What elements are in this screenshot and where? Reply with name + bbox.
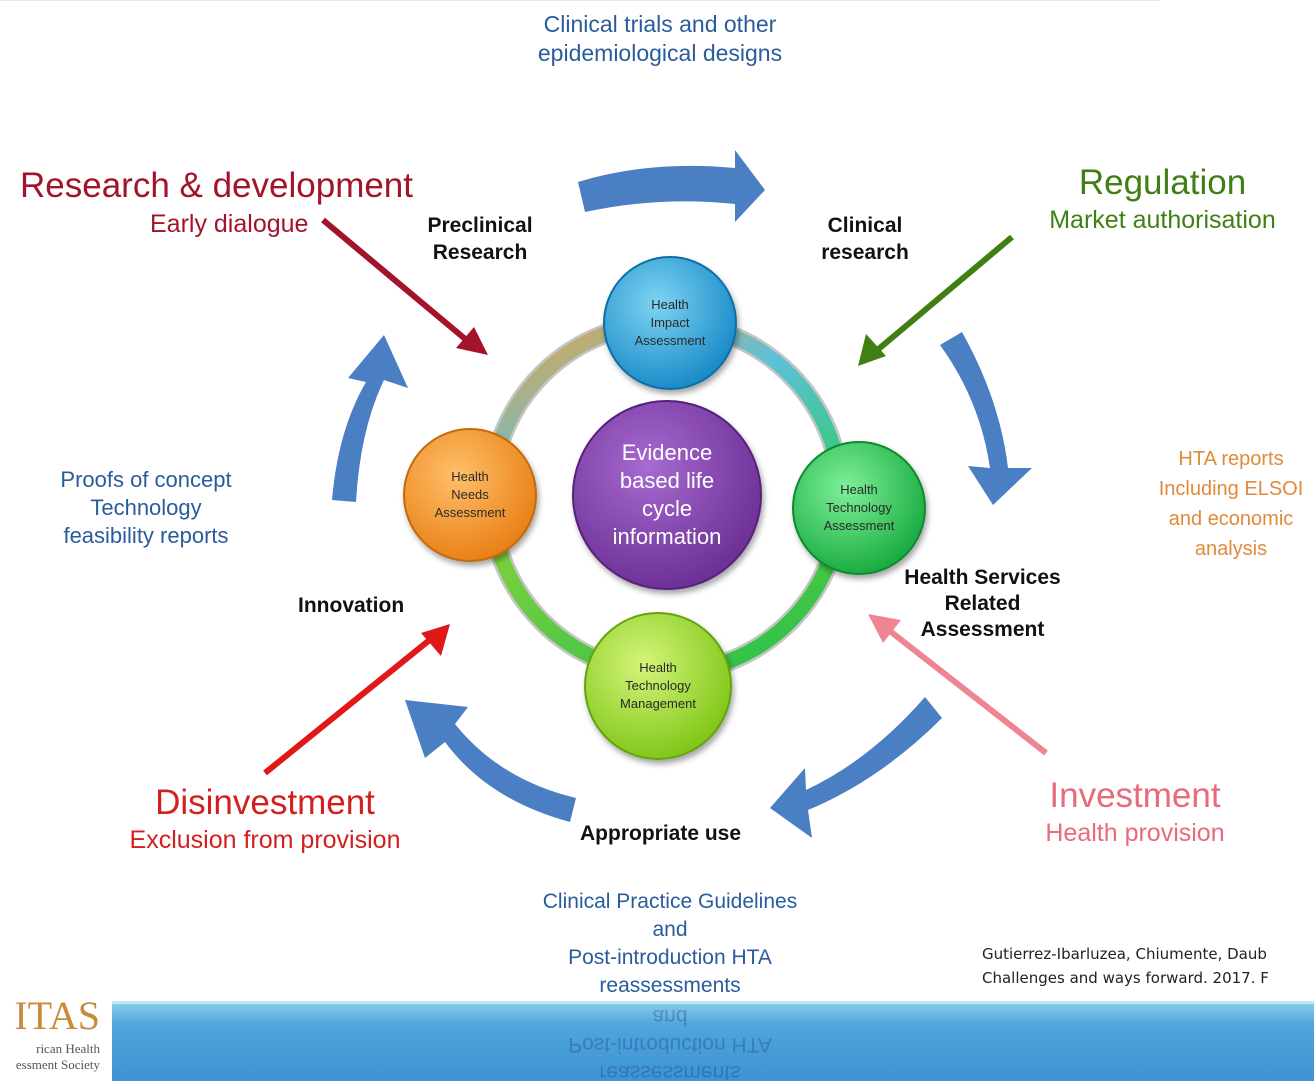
society-logo-text: rican Health essment Society xyxy=(0,1041,100,1073)
note-bottom-line2: and xyxy=(652,918,688,941)
node-top-circle xyxy=(603,256,737,390)
arrow-regulation xyxy=(873,234,1014,355)
cycle-arrow-bottom-left xyxy=(405,700,576,822)
citation: Gutierrez-Ibarluzea, Chiumente, Daub Cha… xyxy=(982,942,1314,990)
note-left-line1: Proofs of concept xyxy=(60,467,232,492)
arrow-regulation-head xyxy=(858,334,886,366)
stage-health-services-line3: Assessment xyxy=(920,618,1045,641)
citation-line2: Challenges and ways forward. 2017. F xyxy=(982,969,1269,987)
center-line3: cycle xyxy=(641,496,693,521)
node-right-line1: Health xyxy=(840,482,878,497)
stage-preclinical: Preclinical Research xyxy=(400,212,560,266)
node-right-line3: Assessment xyxy=(823,518,895,533)
node-left-label: Health Needs Assessment xyxy=(410,460,530,530)
reflection-line3: and xyxy=(652,1005,688,1028)
stage-preclinical-line1: Preclinical xyxy=(427,214,533,237)
node-right-label: Health Technology Assessment xyxy=(799,473,919,543)
cycle-arrow-left xyxy=(332,335,408,502)
node-top-line1: Health xyxy=(651,297,689,312)
stage-innovation: Innovation xyxy=(298,594,405,617)
node-bottom-circle xyxy=(584,612,732,760)
logo-line1: rican Health xyxy=(36,1041,100,1056)
stage-health-services-line2: Related xyxy=(944,592,1021,615)
top-label-line2: epidemiological designs xyxy=(537,40,783,66)
note-left-line2: Technology xyxy=(90,495,202,520)
arrow-disinvestment-head xyxy=(421,624,450,656)
node-bottom-line3: Management xyxy=(620,696,696,711)
logo-line2: essment Society xyxy=(15,1057,100,1072)
citation-line1: Gutierrez-Ibarluzea, Chiumente, Daub xyxy=(982,945,1267,963)
society-logo: ITAS xyxy=(14,994,100,1038)
reflection-line2: Post-introduction HTA xyxy=(568,1033,772,1056)
investment-subtitle: Health provision xyxy=(1045,819,1225,847)
note-right: HTA reports Including ELSOI and economic… xyxy=(1148,444,1314,564)
footer-highlight xyxy=(112,1001,1314,1004)
regulation-title: Regulation xyxy=(1078,163,1247,202)
node-left-line1: Health xyxy=(451,469,489,484)
investment-title: Investment xyxy=(1049,776,1221,815)
cycle-arrow-top xyxy=(578,150,765,222)
note-right-line2: Including ELSOI xyxy=(1158,478,1304,500)
node-bottom-label: Health Technology Management xyxy=(598,651,718,721)
node-bottom-line1: Health xyxy=(639,660,677,675)
stage-clinical-line1: Clinical xyxy=(827,214,903,237)
top-label-line1: Clinical trials and other xyxy=(543,11,777,37)
arrow-research-head xyxy=(456,327,488,355)
node-right-circle xyxy=(792,441,926,575)
cycle-arrow-bottom-right xyxy=(770,697,942,838)
node-left-circle xyxy=(403,428,537,562)
note-right-line3: and economic xyxy=(1168,508,1294,530)
node-right-line2: Technology xyxy=(826,500,892,515)
regulation-subtitle: Market authorisation xyxy=(1049,206,1276,234)
disinvestment-title: Disinvestment xyxy=(155,783,375,822)
reflection-line1: reassessments xyxy=(599,1061,741,1084)
research-subtitle: Early dialogue xyxy=(150,210,309,238)
arrow-disinvestment xyxy=(263,635,434,776)
ring-nodes xyxy=(403,256,926,760)
stage-preclinical-line2: Research xyxy=(432,241,528,264)
stage-clinical: Clinical research xyxy=(790,212,940,266)
note-bottom-line1: Clinical Practice Guidelines xyxy=(542,890,798,913)
center-line4: information xyxy=(612,524,722,549)
note-right-line4: analysis xyxy=(1194,538,1268,560)
arrow-investment-head xyxy=(868,614,901,643)
stage-health-services-line1: Health Services xyxy=(904,566,1061,589)
note-bottom: Clinical Practice Guidelines and Post-in… xyxy=(500,888,840,1000)
center-circle xyxy=(572,400,762,590)
node-top-line2: Impact xyxy=(650,315,690,330)
stage-appropriate-use: Appropriate use xyxy=(580,822,742,845)
center-line2: based life xyxy=(619,468,715,493)
note-right-line1: HTA reports xyxy=(1178,448,1284,470)
node-top-line3: Assessment xyxy=(634,333,706,348)
bottom-note-reflection: reassessments Post-introduction HTA and xyxy=(520,1002,820,1086)
note-left-line3: feasibility reports xyxy=(63,523,229,548)
disinvestment-subtitle: Exclusion from provision xyxy=(129,826,401,854)
arrow-research xyxy=(321,217,472,346)
node-left-line3: Assessment xyxy=(434,505,506,520)
cycle-arrows xyxy=(332,150,1032,838)
note-bottom-line3: Post-introduction HTA xyxy=(568,946,772,969)
top-divider xyxy=(0,0,1160,1)
top-label: Clinical trials and other epidemiologica… xyxy=(470,10,850,68)
stage-health-services: Health Services Related Assessment xyxy=(885,565,1080,643)
pointer-arrows xyxy=(263,217,1048,776)
node-left-line2: Needs xyxy=(451,487,489,502)
research-title: Research & development xyxy=(20,166,413,205)
stage-clinical-line2: research xyxy=(821,241,909,264)
note-bottom-line4: reassessments xyxy=(599,974,741,997)
note-left: Proofs of concept Technology feasibility… xyxy=(40,466,252,550)
center-label: Evidence based life cycle information xyxy=(587,435,747,555)
arrow-investment xyxy=(884,625,1048,756)
cycle-arrow-right xyxy=(940,332,1032,505)
center-line1: Evidence xyxy=(621,440,713,465)
footer-bar xyxy=(112,1001,1314,1081)
node-bottom-line2: Technology xyxy=(625,678,691,693)
node-top-label: Health Impact Assessment xyxy=(610,288,730,358)
